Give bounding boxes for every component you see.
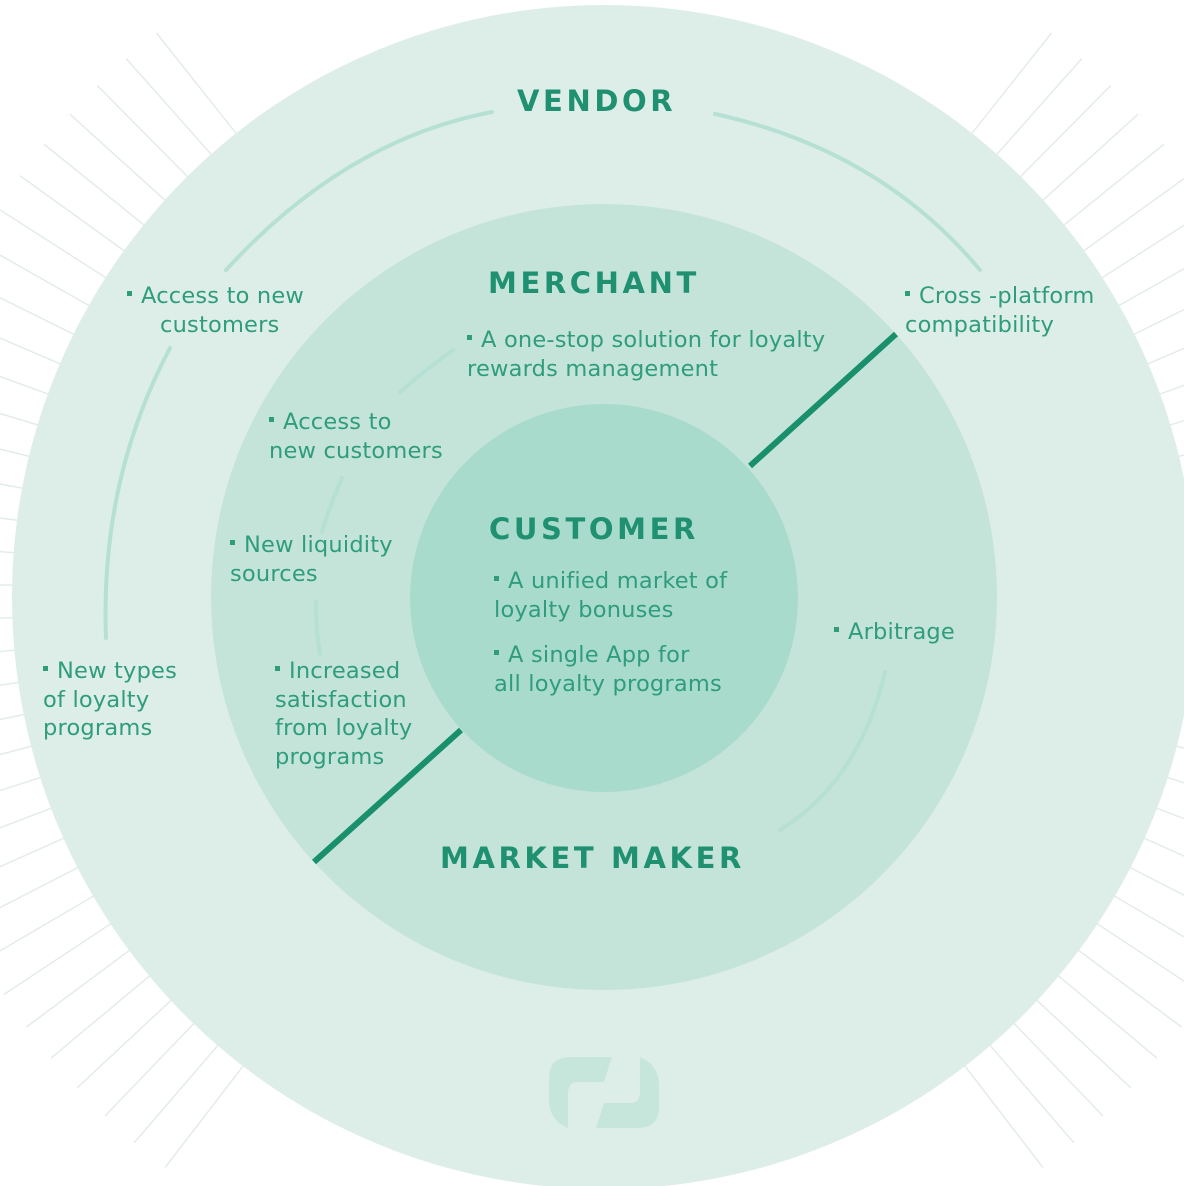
- market-maker-title: MARKET MAKER: [440, 841, 745, 875]
- divider-line-lower: [311, 727, 464, 865]
- bullet-icon: [230, 540, 235, 545]
- customer-benefit-unified-market: A unified market of loyalty bonuses: [494, 568, 728, 623]
- bullet-icon: [43, 666, 48, 671]
- inner-circle-customer: [410, 404, 798, 792]
- merchant-arc-mid: [320, 476, 344, 534]
- merchant-title: MERCHANT: [488, 266, 700, 300]
- market-maker-benefit-arbitrage: Arbitrage: [834, 618, 955, 647]
- vendor-arc-lower: [103, 346, 172, 640]
- merchant-benefit-satisfaction: Increased satisfaction from loyalty prog…: [275, 658, 413, 770]
- bullet-icon: [275, 666, 280, 671]
- merchant-benefit-one-stop: A one-stop solution for loyalty rewards …: [467, 327, 826, 382]
- vendor-arc-left: [224, 110, 494, 272]
- merchant-benefit-liquidity: New liquidity sources: [230, 532, 393, 587]
- bullet-icon: [905, 291, 910, 296]
- bullet-icon: [834, 627, 839, 632]
- brand-logo: [549, 1057, 659, 1128]
- bullet-icon: [494, 576, 499, 581]
- merchant-arc-low: [314, 600, 322, 656]
- market-maker-arc: [778, 670, 887, 832]
- bullet-icon: [127, 291, 132, 296]
- bullet-icon: [269, 417, 274, 422]
- vendor-benefit-cross-platform: Cross -platform compatibility: [905, 283, 1095, 338]
- bullet-icon: [494, 650, 499, 655]
- vendor-title: VENDOR: [517, 84, 677, 118]
- vendor-benefit-new-types: New types of loyalty programs: [43, 658, 178, 741]
- merchant-benefit-access: Access to new customers: [269, 409, 443, 464]
- divider-line-upper: [747, 331, 899, 469]
- merchant-arc-top: [398, 348, 455, 394]
- vendor-benefit-access: Access to new customers: [127, 282, 304, 339]
- customer-title: CUSTOMER: [489, 512, 699, 546]
- bullet-icon: [467, 335, 472, 340]
- vendor-arc-right: [713, 112, 982, 272]
- customer-benefit-single-app: A single App for all loyalty programs: [494, 642, 722, 697]
